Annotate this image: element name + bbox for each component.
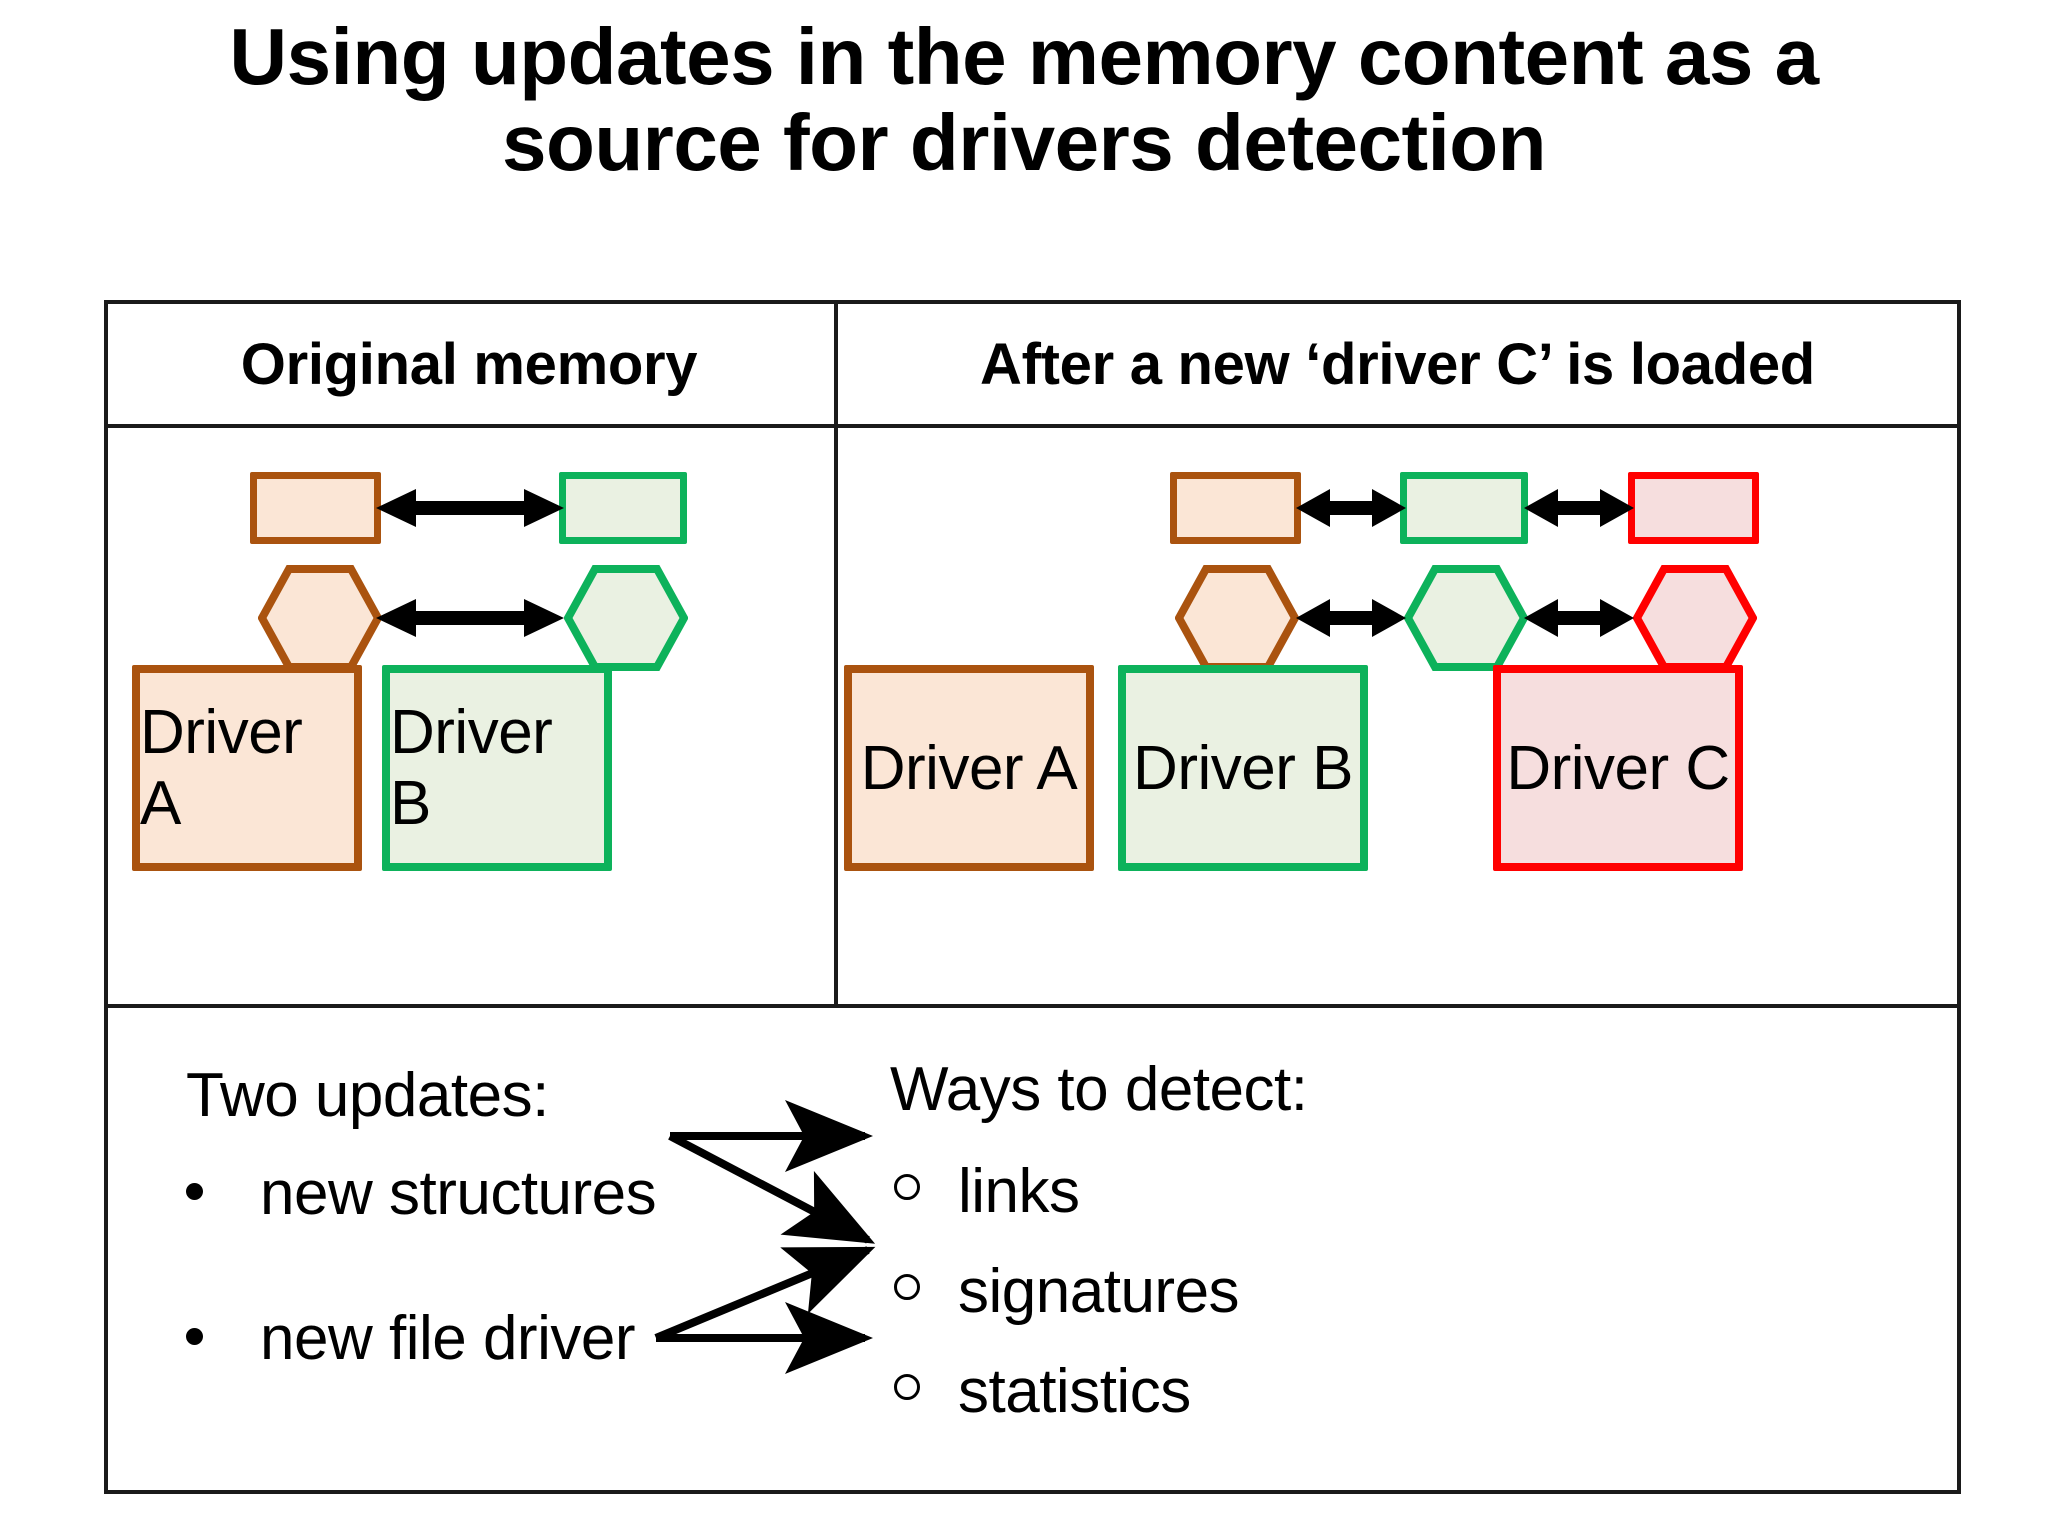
list-item-label: statistics	[958, 1357, 1191, 1426]
list-item-new-file-driver: new file driver	[186, 1303, 635, 1374]
link-arrow-rect-right-2	[1524, 486, 1634, 530]
bullet-circle-icon	[894, 1274, 920, 1300]
structure-hex-green-left	[564, 565, 688, 671]
driver-box-a-left: Driver A	[132, 665, 362, 871]
list-item-label: signatures	[958, 1257, 1240, 1326]
driver-box-c-right: Driver C	[1493, 665, 1743, 871]
bullet-dot-icon	[186, 1328, 203, 1345]
list-item-label: links	[958, 1157, 1080, 1226]
structure-rect-green-right	[1400, 472, 1528, 544]
column-header-after-driver-c: After a new ‘driver C’ is loaded	[834, 304, 1957, 424]
updates-heading: Two updates:	[186, 1061, 549, 1130]
structure-rect-brown-right	[1170, 472, 1301, 544]
table-header-row: Original memory After a new ‘driver C’ i…	[108, 304, 1957, 428]
structure-rect-red-right	[1628, 472, 1759, 544]
structure-hex-red-right	[1633, 565, 1757, 671]
cell-original-memory: Driver A Driver B	[108, 428, 830, 1004]
driver-box-label: Driver B	[1133, 733, 1353, 803]
driver-box-b-right: Driver B	[1118, 665, 1368, 871]
page-title: Using updates in the memory content as a…	[229, 12, 1819, 188]
structure-hex-green-right	[1404, 565, 1528, 671]
list-item-label: new file driver	[260, 1304, 635, 1373]
structure-rect-brown-left	[250, 472, 381, 544]
list-item-new-structures: new structures	[186, 1158, 657, 1229]
list-item-statistics: statistics	[894, 1356, 1191, 1427]
driver-box-a-right: Driver A	[844, 665, 1094, 871]
detection-heading: Ways to detect:	[890, 1055, 1308, 1124]
link-arrow-hex-right-2	[1524, 596, 1634, 640]
list-item-links: links	[894, 1156, 1080, 1227]
bullet-circle-icon	[894, 1374, 920, 1400]
diagram-table: Original memory After a new ‘driver C’ i…	[104, 300, 1961, 1494]
list-item-signatures: signatures	[894, 1256, 1240, 1327]
link-arrow-hex-left	[376, 596, 564, 640]
structure-hex-brown-right	[1175, 565, 1299, 671]
column-header-original-memory: Original memory	[240, 331, 698, 397]
driver-box-b-left: Driver B	[382, 665, 612, 871]
structure-rect-green-left	[559, 472, 687, 544]
driver-box-label: Driver B	[390, 698, 553, 838]
driver-box-label: Driver A	[860, 733, 1078, 803]
table-footer-row: Two updates: new structures new file dri…	[108, 1008, 1957, 1494]
table-body-row: Driver A Driver B	[108, 428, 1957, 1008]
driver-box-label: Driver C	[1506, 733, 1730, 803]
structure-hex-brown-left	[258, 565, 382, 671]
link-arrow-hex-right-1	[1296, 596, 1406, 640]
list-item-label: new structures	[260, 1159, 657, 1228]
link-arrow-rect-right-1	[1296, 486, 1406, 530]
driver-box-label: Driver A	[140, 698, 303, 838]
bullet-dot-icon	[186, 1183, 203, 1200]
bullet-circle-icon	[894, 1174, 920, 1200]
link-arrow-rect-left	[376, 486, 564, 530]
cell-after-driver-c: Driver A Driver B Driver C	[834, 428, 1957, 1004]
